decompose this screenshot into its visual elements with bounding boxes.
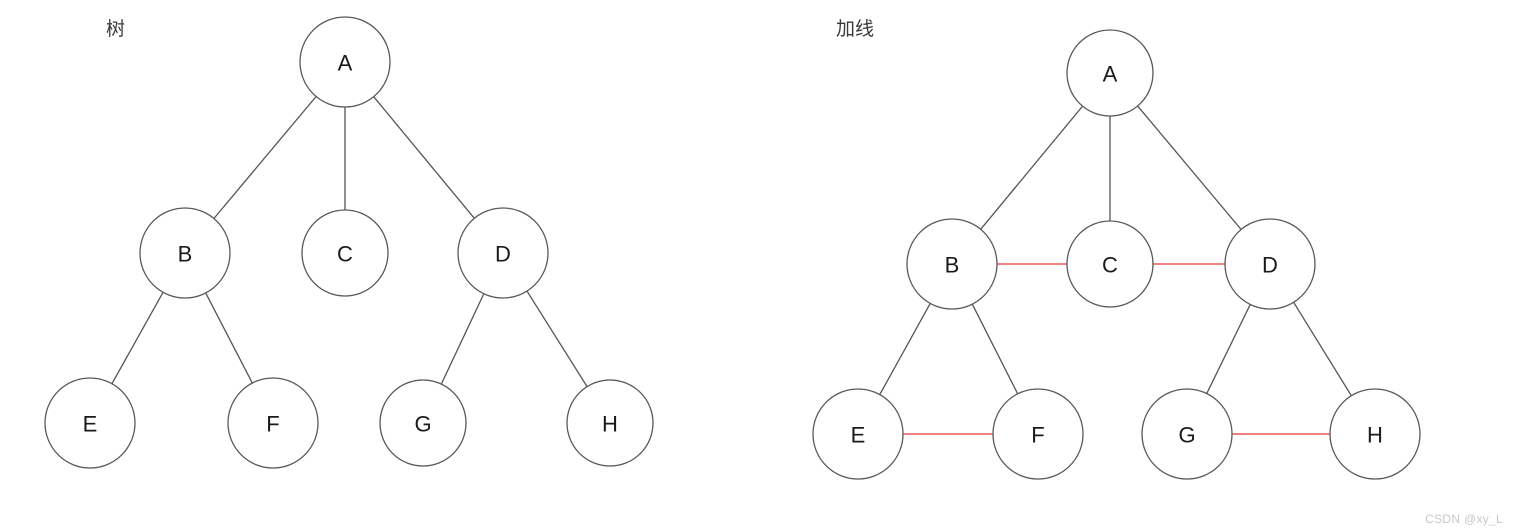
graph-node-F[interactable]: F [992, 388, 1084, 480]
graph-node-H[interactable]: H [1329, 388, 1421, 480]
node-circle-D [457, 207, 549, 299]
graph-node-E[interactable]: E [44, 377, 136, 469]
node-circle-F [992, 388, 1084, 480]
graph-node-D[interactable]: D [1224, 218, 1316, 310]
tree-edge-A-D [1137, 105, 1242, 230]
panel-title-tree: 树 [106, 18, 126, 40]
edge-group-树 [111, 96, 588, 387]
node-label-B: B [945, 253, 960, 278]
tree-edge-A-B [213, 96, 317, 219]
graph-node-A[interactable]: A [1066, 29, 1154, 117]
graph-node-G[interactable]: G [1141, 388, 1233, 480]
node-label-D: D [495, 242, 511, 267]
node-label-G: G [1178, 423, 1195, 448]
graph-node-D[interactable]: D [457, 207, 549, 299]
graph-node-C[interactable]: C [301, 209, 389, 297]
tree-edge-B-F [205, 292, 253, 384]
node-group-加线: A B C D E F G H [812, 29, 1421, 480]
node-label-E: E [851, 423, 866, 448]
tree-edge-B-F [971, 303, 1019, 395]
graph-node-F[interactable]: F [227, 377, 319, 469]
node-group-树: A B C D E F G H [44, 16, 654, 469]
panel-title-add-lines: 加线 [836, 18, 875, 40]
tree-edge-D-G [440, 293, 485, 385]
node-circle-D [1224, 218, 1316, 310]
node-label-C: C [1102, 253, 1118, 278]
node-circle-F [227, 377, 319, 469]
graph-node-G[interactable]: G [379, 379, 467, 467]
node-label-G: G [414, 412, 431, 437]
node-label-F: F [1031, 423, 1044, 448]
node-circle-E [812, 388, 904, 480]
node-circle-A [1066, 29, 1154, 117]
graph-node-E[interactable]: E [812, 388, 904, 480]
node-label-A: A [338, 51, 353, 76]
graph-node-B[interactable]: B [139, 207, 231, 299]
node-circle-C [1066, 220, 1154, 308]
graph-node-H[interactable]: H [566, 379, 654, 467]
node-circle-G [1141, 388, 1233, 480]
node-label-H: H [1367, 423, 1383, 448]
node-label-A: A [1103, 62, 1118, 87]
node-label-H: H [602, 412, 618, 437]
node-label-C: C [337, 242, 353, 267]
watermark-label: CSDN @xy_L [1425, 512, 1503, 526]
node-circle-A [299, 16, 391, 108]
tree-edge-D-H [1293, 301, 1352, 397]
tree-edge-B-E [111, 291, 164, 385]
tree-edge-A-D [373, 96, 475, 219]
node-circle-H [1329, 388, 1421, 480]
graph-node-B[interactable]: B [906, 218, 998, 310]
tree-edge-A-B [980, 105, 1084, 230]
node-circle-B [906, 218, 998, 310]
node-label-E: E [83, 412, 98, 437]
tree-edge-D-H [526, 290, 588, 387]
tree-edge-D-G [1206, 304, 1251, 394]
node-circle-C [301, 209, 389, 297]
node-label-D: D [1262, 253, 1278, 278]
node-label-B: B [178, 242, 193, 267]
node-label-F: F [266, 412, 279, 437]
graph-node-C[interactable]: C [1066, 220, 1154, 308]
node-circle-H [566, 379, 654, 467]
graph-node-A[interactable]: A [299, 16, 391, 108]
edge-group-加线 [879, 105, 1352, 435]
tree-edge-B-E [879, 303, 931, 395]
node-circle-G [379, 379, 467, 467]
node-circle-B [139, 207, 231, 299]
node-circle-E [44, 377, 136, 469]
